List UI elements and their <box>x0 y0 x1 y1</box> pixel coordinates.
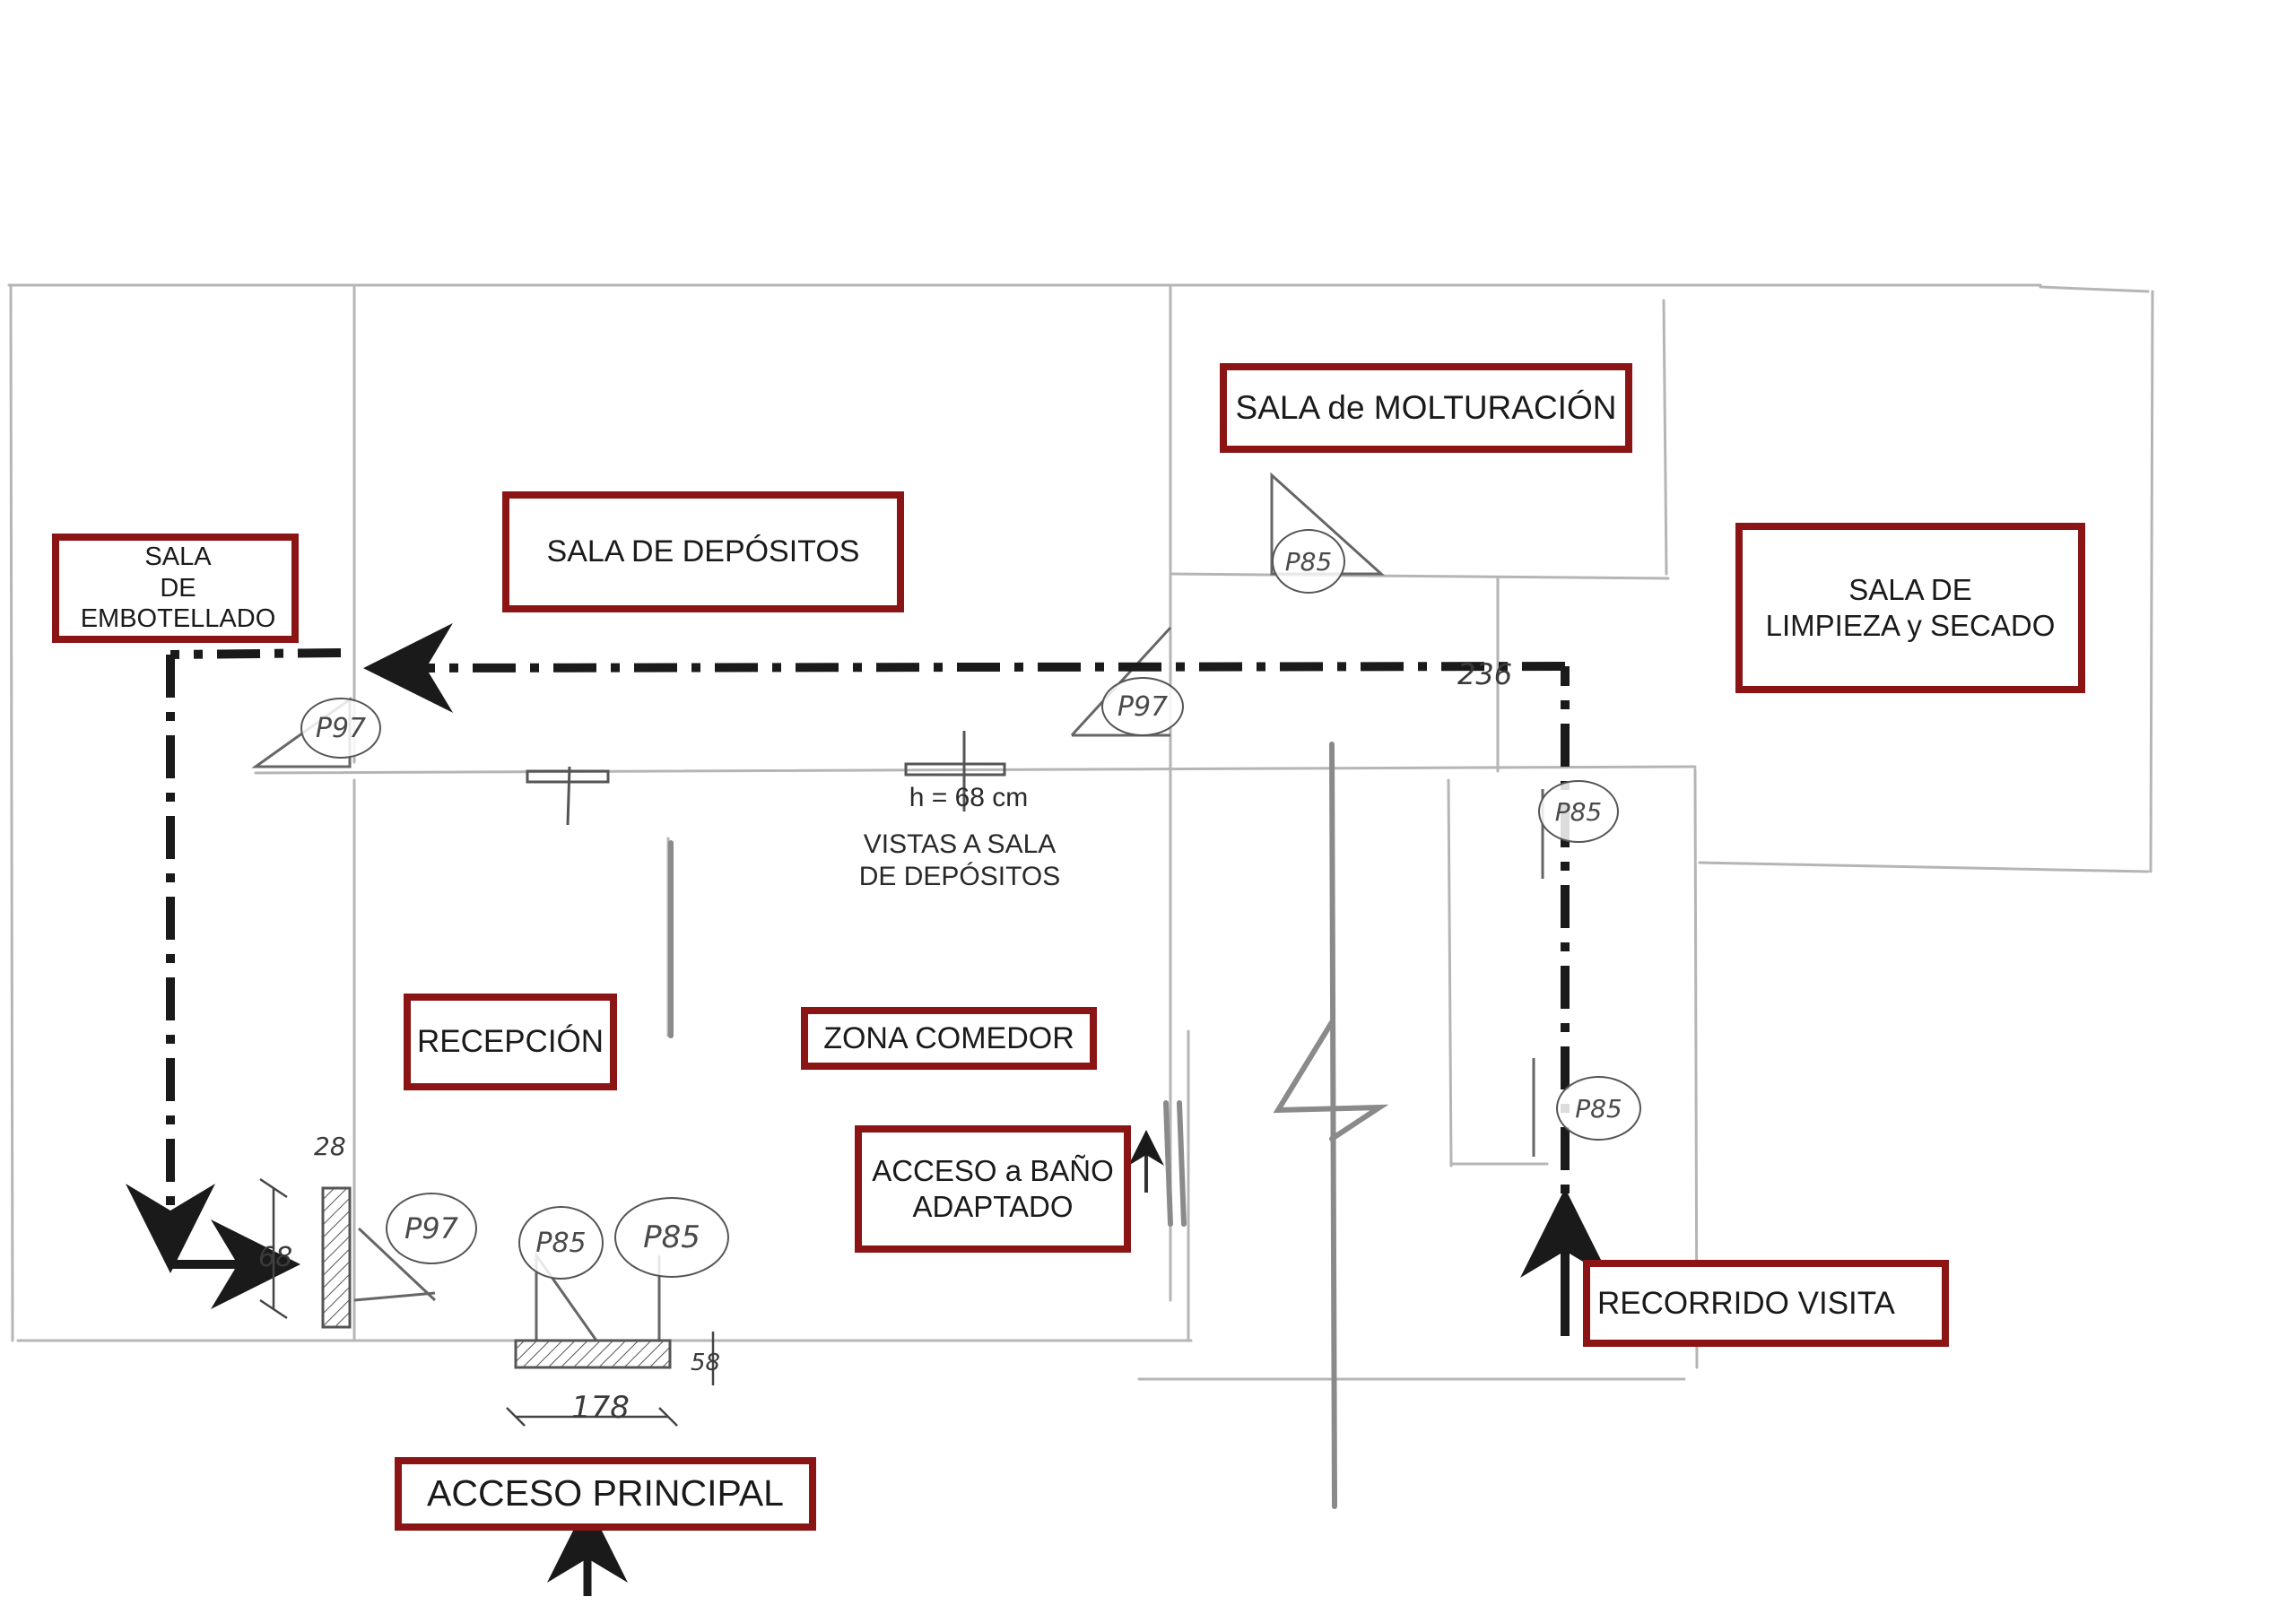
room-label-bano: ACCESO a BAÑO ADAPTADO <box>855 1125 1131 1253</box>
dimension-178: 178 <box>571 1390 630 1426</box>
room-label-limpieza: SALA DE LIMPIEZA y SECADO <box>1735 523 2085 693</box>
room-label-recepcion-text: RECEPCIÓN <box>416 1024 604 1059</box>
room-label-molturacion: SALA de MOLTURACIÓN <box>1220 363 1632 453</box>
door-tag-p85-main-left: P85 <box>518 1206 604 1280</box>
route-left-top <box>170 648 342 659</box>
room-label-limpieza-text: SALA DE LIMPIEZA y SECADO <box>1765 573 2056 642</box>
wall-limpieza-bottom <box>1698 861 2150 873</box>
dimension-58: 58 <box>691 1350 721 1376</box>
wall-inner-right <box>1447 778 1453 1167</box>
dimension-236: 236 <box>1457 657 1513 691</box>
door-tag-p85-upper-right: P85 <box>1538 780 1619 843</box>
wall-left-outer <box>9 285 14 1342</box>
room-label-recepcion: RECEPCIÓN <box>404 994 617 1090</box>
door-tag-p85-lower-right: P85 <box>1556 1076 1641 1141</box>
room-label-recorrido: RECORRIDO VISITA <box>1583 1260 1949 1347</box>
room-label-embotellado: SALA DE EMBOTELLADO <box>52 534 299 643</box>
door-tag-p85-main-right: P85 <box>614 1197 729 1278</box>
door-tag-p97-mid: P97 <box>1101 677 1184 736</box>
vistas-note: VISTAS A SALA DE DEPÓSITOS <box>858 829 1061 891</box>
window-height-note: h = 68 cm <box>909 783 1029 812</box>
door-tag-p97-reception: P97 <box>386 1193 477 1264</box>
wall-right-outer <box>2149 290 2154 873</box>
room-label-recorrido-text: RECORRIDO VISITA <box>1597 1285 1895 1321</box>
wall-molturacion-right <box>1662 299 1668 576</box>
room-label-comedor-text: ZONA COMEDOR <box>823 1020 1074 1055</box>
room-label-comedor: ZONA COMEDOR <box>801 1007 1097 1070</box>
room-label-embotellado-text: SALA DE EMBOTELLADO <box>80 542 276 634</box>
wall-molturacion-bottom <box>1169 572 1670 580</box>
door-tag-p85-molturacion: P85 <box>1272 529 1345 594</box>
room-label-acceso-principal-text: ACCESO PRINCIPAL <box>427 1472 784 1515</box>
dimension-28: 28 <box>314 1132 346 1161</box>
room-label-acceso-principal: ACCESO PRINCIPAL <box>395 1457 816 1531</box>
door-tag-p97-left: P97 <box>300 698 381 759</box>
reception-door-jamb <box>321 1186 352 1329</box>
wall-top-right <box>2039 285 2150 293</box>
route-top-horizontal <box>363 622 1566 713</box>
main-entrance-sill <box>514 1339 672 1369</box>
room-label-molturacion-text: SALA de MOLTURACIÓN <box>1235 388 1617 426</box>
room-label-depositos-text: SALA DE DEPÓSITOS <box>546 534 860 569</box>
room-label-depositos: SALA DE DEPÓSITOS <box>502 491 904 612</box>
room-label-bano-text: ACCESO a BAÑO ADAPTADO <box>872 1154 1114 1223</box>
dimension-68: 68 <box>258 1242 293 1273</box>
wall-corridor-south <box>254 765 1697 775</box>
